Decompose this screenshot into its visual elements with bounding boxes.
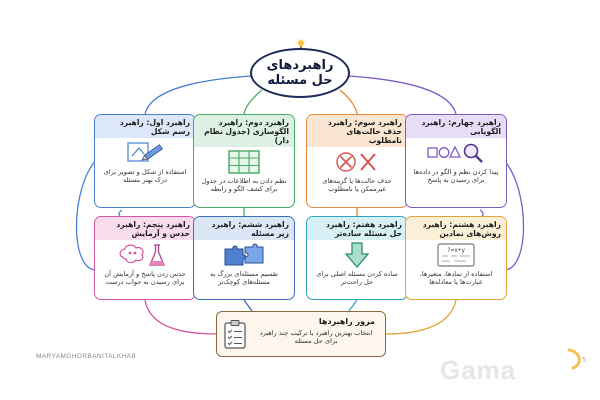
checklist-clipboard-icon (224, 320, 246, 349)
cross-marks-icon (307, 147, 407, 177)
strategy-card-4: راهبرد چهارم: راهبرد الگویابی پیدا کردن … (405, 114, 507, 208)
card-description: تقسیم مسئله‌ای بزرگ به مسئله‌های کوچک‌تر (210, 270, 278, 287)
title-line-1: راهبردهای (266, 58, 334, 73)
card-description: حدس زدن پاسخ و آزمایش آن برای رسیدن به ج… (104, 270, 186, 287)
summary-description: انتخاب بهترین راهبرد یا ترکیب چند راهبرد… (259, 329, 373, 346)
card-heading: راهبرد هفتم: راهبرد حل مسئله ساده‌تر (307, 217, 407, 240)
lightbulb-icon (296, 38, 306, 48)
strategy-card-2: راهبرد دوم: راهبرد الگوسازی (جدول نظام د… (193, 114, 295, 208)
strategy-card-3: راهبرد سوم: راهبرد حذف حالت‌های نامطلوب … (306, 114, 408, 208)
pencil-drawing-icon (95, 138, 195, 168)
card-description: ساده کردن مسئله اصلی برای حل راحت‌تر (316, 270, 398, 287)
card-description: نظم دادن به اطلاعات در جدول برای کشف الگ… (201, 177, 287, 194)
card-heading: راهبرد سوم: راهبرد حذف حالت‌های نامطلوب (307, 115, 407, 147)
card-heading: راهبرد هشتم: راهبرد روش‌های نمادین (406, 217, 506, 240)
brand-logo-mark (567, 348, 581, 370)
down-arrow-icon (307, 240, 407, 270)
shapes-magnifier-icon (406, 138, 506, 168)
thought-bubble-flask-icon (95, 240, 195, 270)
author-credit: MARYAMGHORBANITALKHAB (36, 353, 137, 360)
main-title: راهبردهای حل مسئله (250, 48, 350, 98)
card-description: استفاده از شکل و تصویر برای درک بهتر مسئ… (103, 168, 187, 185)
puzzle-pieces-icon (194, 240, 294, 270)
equation-label: x+y=? (447, 247, 465, 254)
card-heading: راهبرد چهارم: راهبرد الگویابی (406, 115, 506, 138)
card-description: پیدا کردن نظم و الگو در داده‌ها برای رسی… (413, 168, 499, 185)
card-heading: راهبرد اول: راهبرد رسم شکل (95, 115, 195, 138)
card-heading: راهبرد پنجم: راهبرد حدس و آزمایش (95, 217, 195, 240)
summary-box: مرور راهبردها انتخاب بهترین راهبرد یا تر… (216, 311, 386, 357)
strategy-card-8: راهبرد هشتم: راهبرد روش‌های نمادین x+y=?… (405, 216, 507, 300)
table-grid-icon (194, 147, 294, 177)
title-line-2: حل مسئله (267, 73, 333, 88)
card-description: استفاده از نمادها، متغیرها، عبارت‌ها یا … (419, 270, 493, 287)
summary-title: مرور راهبردها (318, 317, 375, 326)
strategy-card-6: راهبرد ششم: راهبرد زیر مسئله تقسیم مسئله… (193, 216, 295, 300)
card-heading: راهبرد دوم: راهبرد الگوسازی (جدول نظام د… (194, 115, 294, 147)
card-description: حذف حالت‌ها یا گزینه‌های غیرممکن یا نامط… (322, 177, 392, 194)
equation-board-icon: x+y=? (406, 240, 506, 270)
strategy-card-5: راهبرد پنجم: راهبرد حدس و آزمایش حدس زدن… (94, 216, 196, 300)
strategy-card-7: راهبرد هفتم: راهبرد حل مسئله ساده‌تر ساد… (306, 216, 408, 300)
page-number: 5 (582, 356, 587, 364)
brand-watermark: Gama (440, 355, 517, 385)
card-heading: راهبرد ششم: راهبرد زیر مسئله (194, 217, 294, 240)
strategy-card-1: راهبرد اول: راهبرد رسم شکل استفاده از شک… (94, 114, 196, 208)
